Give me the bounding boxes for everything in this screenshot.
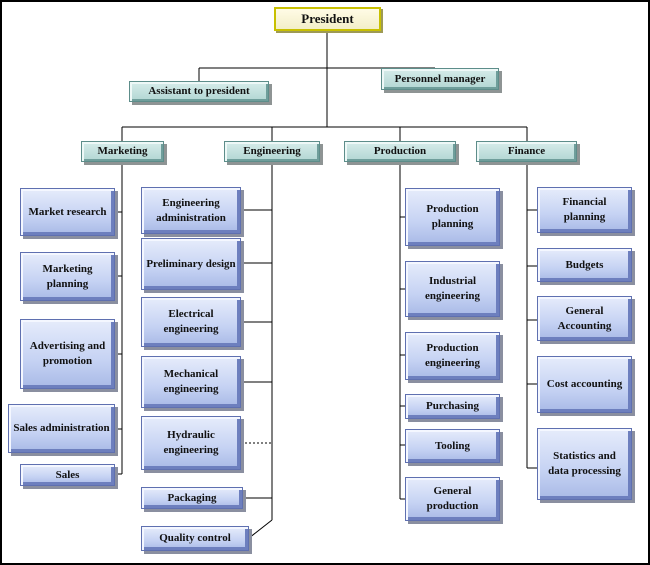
unit-purchasing: Purchasing [405,394,500,419]
unit-statistics-and-data-processing: Statistics and data processing [537,428,632,500]
unit-tooling: Tooling [405,429,500,463]
unit-general-accounting: General Accounting [537,296,632,341]
unit-production-planning: Production planning [405,188,500,246]
unit-sales: Sales [20,464,115,486]
dept-engineering: Engineering [224,141,320,162]
unit-mechanical-engineering: Mechanical engineering [141,356,241,408]
unit-market-research: Market research [20,188,115,236]
unit-preliminary-design: Preliminary design [141,238,241,290]
unit-industrial-engineering: Industrial engineering [405,261,500,317]
dept-production: Production [344,141,456,162]
unit-advertising-and-promotion: Advertising and promotion [20,319,115,389]
unit-electrical-engineering: Electrical engineering [141,297,241,347]
unit-quality-control: Quality control [141,526,249,551]
unit-hydraulic-engineering: Hydraulic engineering [141,416,241,470]
unit-budgets: Budgets [537,248,632,282]
unit-production-engineering: Production engineering [405,332,500,380]
unit-sales-administration: Sales administration [8,404,115,453]
unit-engineering-administration: Engineering administration [141,187,241,234]
unit-cost-accounting: Cost accounting [537,356,632,413]
unit-packaging: Packaging [141,487,243,509]
dept-finance: Finance [476,141,577,162]
unit-general-production: General production [405,477,500,521]
dept-marketing: Marketing [81,141,164,162]
assistant-to-president-box: Assistant to president [129,81,269,102]
unit-marketing-planning: Marketing planning [20,252,115,301]
unit-financial-planning: Financial planning [537,187,632,233]
personnel-manager-box: Personnel manager [381,68,499,90]
president-box: President [274,7,381,31]
